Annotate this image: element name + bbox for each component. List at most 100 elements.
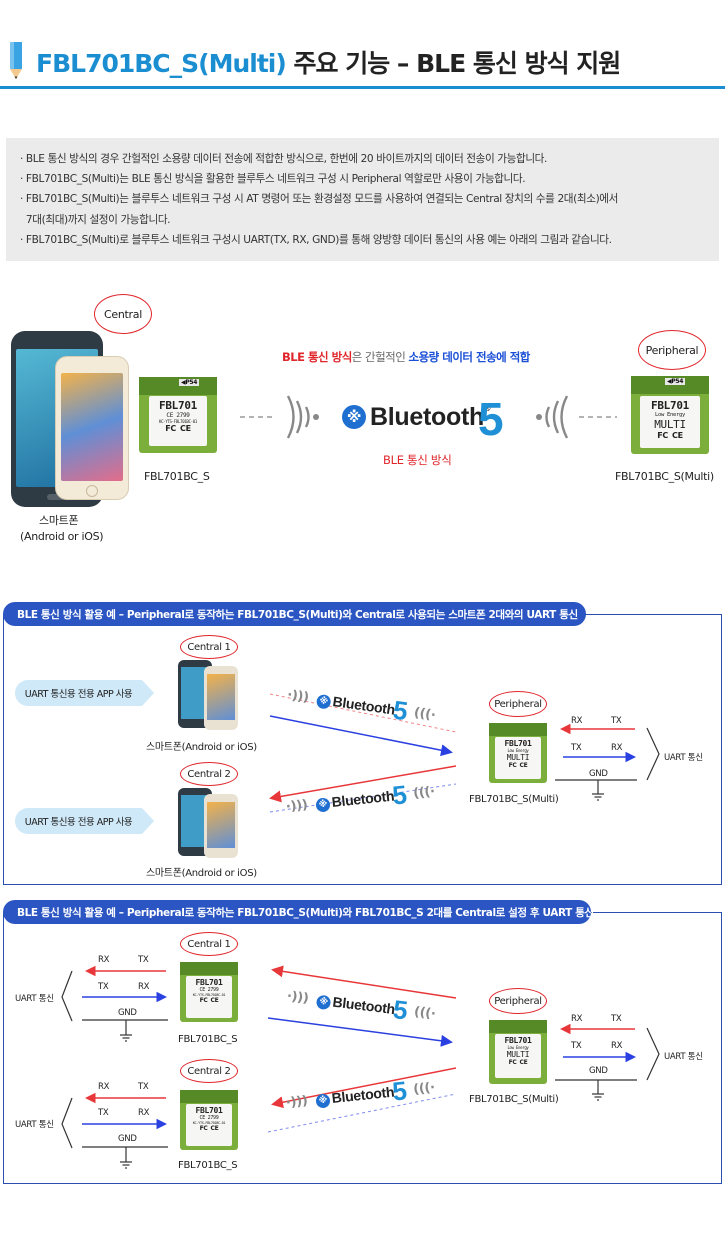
module-label-central-2: FBL701BC_S [178, 1160, 238, 1171]
bluetooth-version: 5 [478, 393, 504, 445]
signal-waves-small-icon: ·))) [285, 1093, 309, 1111]
section-2-title: BLE 통신 방식 활용 예 – Peripheral로 동작하는 FBL701… [3, 900, 594, 924]
bluetooth-reg: ® [483, 403, 491, 413]
chip-fc: FC [199, 997, 208, 1004]
signal-waves-left [240, 395, 319, 439]
title-rest: 주요 기능 – BLE 통신 방식 지원 [285, 49, 621, 78]
signal-waves-right [536, 395, 617, 439]
phone-caption-os: (Android or iOS) [20, 530, 104, 543]
chip-name: FBL701 [195, 978, 223, 987]
module-label-left: FBL701BC_S [144, 470, 210, 483]
chip-ce: CE [672, 431, 683, 440]
peripheral-label: Peripheral [489, 691, 547, 717]
tx-label: TX [611, 1014, 622, 1024]
info-line: · FBL701BC_S(Multi)로 블루투스 네트워크 구성시 UART(… [20, 233, 612, 246]
signal-waves-small-icon: ·))) [286, 687, 310, 706]
smartphone-pair-1 [178, 660, 240, 730]
chip-fc: FC [657, 431, 668, 440]
signal-waves-small-icon: ·))) [286, 988, 310, 1007]
chip-ce: CE [519, 1059, 528, 1066]
bluetooth-icon: ※ [315, 994, 332, 1011]
bluetooth-icon: ※ [342, 405, 366, 429]
module-chip-left: ◀P54 FBL701 CE 2799 KC-YTS-FBL701BC-01 F… [139, 377, 217, 453]
chip-name: FBL701 [504, 1036, 532, 1045]
chip-line: KC-YTS-FBL701BC-01 [192, 993, 226, 997]
bluetooth-icon: ※ [315, 797, 331, 813]
peripheral-label: Peripheral [638, 330, 706, 370]
uart-label: UART 통신 [15, 994, 54, 1004]
signal-waves-small-icon: (((· [412, 705, 437, 724]
chip-line: MULTI [506, 753, 530, 762]
tx-label: TX [98, 1108, 109, 1118]
info-line: · FBL701BC_S(Multi)는 BLE 통신 방식을 활용한 블루투스… [20, 173, 526, 186]
link-arrows-1 [269, 693, 457, 813]
chip-name: FBL701 [651, 399, 689, 412]
ble-caption: BLE 통신 방식 [383, 453, 452, 467]
tx-label: TX [138, 1082, 149, 1092]
bluetooth-version: 5 [391, 694, 410, 727]
chip-name: FBL701 [195, 1106, 223, 1115]
bluetooth-word: Bluetooth [331, 993, 396, 1018]
rx-label: RX [571, 716, 583, 726]
uart-wiring-central-2 [61, 1092, 168, 1169]
ble-headline: BLE 통신 방식은 간헐적인 소용량 데이터 전송에 적합 [282, 349, 530, 365]
chip-ce: CE [180, 424, 191, 433]
central-2-label: Central 2 [180, 762, 238, 786]
bluetooth-word: Bluetooth [330, 787, 395, 811]
bluetooth-version: 5 [391, 994, 410, 1026]
uart-wiring-central-1 [61, 965, 168, 1042]
rx-label: RX [611, 743, 623, 753]
uart-label: UART 통신 [664, 753, 703, 763]
chip-fc: FC [508, 1059, 517, 1066]
link-arrows-2 [267, 965, 457, 1133]
rx-label: RX [138, 982, 150, 992]
title-divider [0, 86, 725, 89]
module-label-multi: FBL701BC_S(Multi) [469, 1094, 559, 1105]
chip-line: KC-YTS-FBL701BC-01 [159, 419, 197, 424]
title-model: FBL701BC_S(Multi) [36, 49, 287, 78]
phone-caption-2: 스마트폰(Android or iOS) [146, 868, 257, 879]
uart-label: UART 통신 [664, 1052, 703, 1062]
bluetooth-icon: ※ [315, 693, 332, 710]
module-label-multi: FBL701BC_S(Multi) [469, 794, 559, 805]
chip-tag: ◀P54 [665, 378, 686, 385]
tx-label: TX [611, 716, 622, 726]
module-label-right: FBL701BC_S(Multi) [615, 470, 714, 483]
chip-line: KC-YTS-FBL701BC-01 [192, 1121, 226, 1125]
bluetooth-wordmark: Bluetooth® [370, 403, 491, 432]
signal-waves-small-icon: (((· [412, 1080, 436, 1098]
bluetooth-version: 5 [390, 1075, 409, 1107]
info-box: · BLE 통신 방식의 경우 간헐적인 소용량 데이터 전송에 적합한 방식으… [6, 138, 719, 261]
headline-red: BLE 통신 방식 [282, 350, 352, 364]
info-line: · FBL701BC_S(Multi)는 블루투스 네트워크 구성 시 AT 명… [20, 193, 619, 206]
app-label-2: UART 통신용 전용 APP 사용 [15, 808, 154, 834]
chip-line: Low Energy [507, 1045, 529, 1050]
headline-blue: 소용량 데이터 전송에 적합 [408, 350, 531, 364]
tx-label: TX [571, 743, 582, 753]
chip-line: CE 2799 [199, 987, 219, 993]
chip-tag: ◀P54 [179, 379, 200, 386]
central-2-label: Central 2 [180, 1059, 238, 1083]
chip-fc: FC [508, 762, 517, 769]
gnd-label: GND [118, 1008, 137, 1018]
bluetooth-word: Bluetooth [330, 1083, 395, 1107]
app-label-1: UART 통신용 전용 APP 사용 [15, 680, 154, 706]
chip-ce: CE [210, 1125, 219, 1132]
chip-fc: FC [165, 424, 176, 433]
signal-waves-small-icon: ·))) [285, 797, 309, 815]
headline-gray: 은 간헐적인 [351, 350, 409, 364]
section-1-title: BLE 통신 방식 활용 예 – Peripheral로 동작하는 FBL701… [3, 602, 586, 626]
smartphone-iphone [55, 356, 129, 500]
chip-name: FBL701 [504, 739, 532, 748]
info-line: 7대(최대)까지 설정이 가능합니다. [20, 213, 171, 226]
bluetooth-version: 5 [390, 779, 409, 811]
smartphone-pair-2 [178, 788, 240, 858]
chip-line: MULTI [506, 1050, 530, 1059]
chip-line: MULTI [654, 418, 686, 431]
gnd-label: GND [589, 769, 608, 779]
